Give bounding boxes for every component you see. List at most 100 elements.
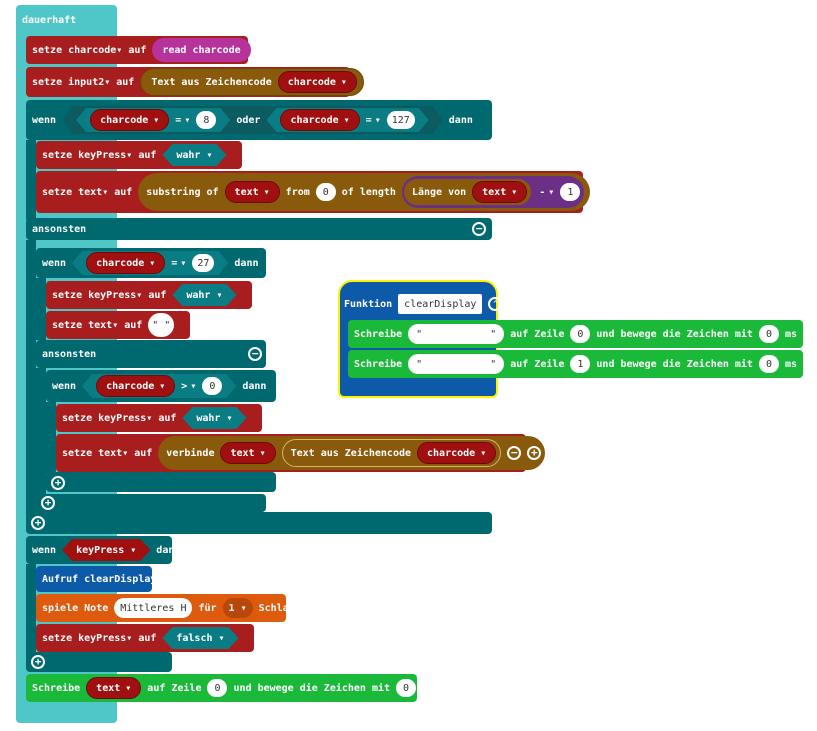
ms-number[interactable]: 0 (758, 355, 779, 373)
compare-charcode-27[interactable]: charcode = 27 (72, 251, 228, 275)
join-block[interactable]: verbinde text Text aus Zeichencode charc… (158, 436, 546, 470)
else-outer-label: ansonsten (32, 223, 87, 235)
var-text-dropdown[interactable]: text (78, 187, 108, 198)
var-text-reporter[interactable]: text (224, 181, 280, 203)
number-0[interactable]: 0 (202, 377, 222, 395)
empty-string-field[interactable]: "" (408, 354, 505, 374)
set-keypress-true-block-2[interactable]: setze keyPress auf wahr (46, 281, 252, 309)
empty-string-field[interactable]: "" (408, 324, 505, 344)
var-charcode-reporter[interactable]: charcode (96, 375, 175, 397)
set-keypress-false-block[interactable]: setze keyPress auf falsch (36, 624, 254, 652)
number-1[interactable]: 1 (560, 183, 581, 201)
var-text-dropdown[interactable]: text (88, 320, 118, 331)
compare-charcode-gt-0[interactable]: charcode > 0 (82, 374, 236, 398)
set-keypress-true-block[interactable]: setze keyPress auf wahr (36, 141, 242, 169)
row-number[interactable]: 0 (570, 325, 591, 343)
bool-true[interactable]: wahr (182, 407, 246, 429)
var-keypress-dropdown[interactable]: keyPress (78, 150, 132, 161)
add-branch-icon[interactable]: + (41, 496, 55, 510)
gt-operator[interactable]: > (181, 381, 196, 392)
note-value[interactable]: Mittleres H (114, 598, 193, 618)
var-keypress-dropdown[interactable]: keyPress (78, 633, 132, 644)
collapse-chevron-icon[interactable]: ⌃ (488, 297, 503, 311)
bool-true[interactable]: wahr (172, 284, 236, 306)
var-charcode-reporter[interactable]: charcode (417, 442, 497, 464)
if-keypress-bottom (26, 652, 172, 672)
length-of-block[interactable]: Länge von text (401, 177, 534, 207)
dann-label: dann (234, 257, 259, 269)
number-27[interactable]: 27 (192, 254, 214, 272)
var-input2-dropdown[interactable]: input2 (68, 77, 110, 88)
var-charcode-reporter[interactable]: charcode (86, 252, 165, 274)
if-block-outer-bottom (26, 512, 492, 534)
var-text-reporter[interactable]: text (472, 181, 528, 203)
ms-number[interactable]: 0 (758, 325, 779, 343)
set-charcode-block[interactable]: setze charcode auf read charcode (26, 36, 251, 64)
remove-else-inner-icon[interactable]: − (248, 347, 262, 361)
if-innermost-arm (46, 402, 56, 474)
set-input2-block[interactable]: setze input2 auf Text aus Zeichencode ch… (26, 67, 364, 97)
und-bewege-label: und bewege die Zeichen mit (596, 358, 753, 370)
number-127[interactable]: 127 (387, 111, 415, 129)
wenn-label: wenn (32, 544, 57, 556)
eq-operator[interactable]: = (175, 115, 190, 126)
show-text-block[interactable]: Schreibe text auf Zeile 0 und bewege die… (26, 674, 434, 702)
ms-label: ms (784, 358, 797, 370)
minus-block[interactable]: Länge von text - 1 (401, 176, 585, 208)
auf-label: auf (124, 319, 143, 331)
funktion-label: Funktion (344, 298, 393, 310)
call-cleardisplay-block[interactable]: Aufruf clearDisplay (36, 566, 156, 592)
beat-dropdown[interactable]: 1 (222, 598, 253, 618)
add-branch-icon[interactable]: + (31, 516, 45, 530)
minus-circle-icon[interactable]: − (507, 446, 522, 460)
function-name-field[interactable]: clearDisplay (398, 294, 483, 314)
var-keypress-dropdown[interactable]: keyPress (98, 413, 152, 424)
spiele-note-label: spiele Note (42, 602, 109, 614)
set-text-join-block[interactable]: setze text auf verbinde text Text aus Ze… (56, 434, 546, 472)
var-charcode-reporter[interactable]: charcode (90, 109, 169, 131)
show-empty-row1-block[interactable]: Schreibe "" auf Zeile 1 und bewege die Z… (348, 350, 803, 378)
compare-charcode-8[interactable]: charcode = 8 (76, 108, 230, 132)
text-from-charcode-block[interactable]: Text aus Zeichencode charcode (281, 439, 502, 467)
substring-block[interactable]: substring of text from 0 of length Länge… (138, 173, 591, 211)
setze-label: setze (42, 186, 73, 198)
eq-operator[interactable]: = (171, 258, 186, 269)
empty-string[interactable]: " " (148, 313, 175, 337)
auf-label: auf (138, 632, 157, 644)
number-8[interactable]: 8 (196, 111, 216, 129)
bool-false[interactable]: falsch (162, 627, 238, 649)
text-from-charcode-block[interactable]: Text aus Zeichencode charcode (140, 68, 364, 96)
var-text-reporter[interactable]: text (220, 442, 276, 464)
add-branch-icon[interactable]: + (51, 476, 65, 490)
play-note-block[interactable]: spiele Note Mittleres H für 1 Schlag (36, 594, 295, 622)
var-keypress-dropdown[interactable]: keyPress (88, 290, 142, 301)
remove-else-icon[interactable]: − (472, 222, 486, 236)
var-text-reporter[interactable]: text (86, 677, 142, 699)
read-charcode-block[interactable]: read charcode (152, 38, 251, 62)
set-text-empty-block[interactable]: setze text auf " " (46, 311, 190, 339)
var-keypress-condition[interactable]: keyPress (62, 539, 150, 561)
plus-circle-icon[interactable]: + (527, 446, 542, 460)
eq-operator[interactable]: = (366, 115, 381, 126)
number-0[interactable]: 0 (315, 183, 336, 201)
of-length-label: of length (341, 186, 396, 198)
set-text-substring-block[interactable]: setze text auf substring of text from 0 … (36, 171, 591, 213)
add-branch-icon[interactable]: + (31, 655, 45, 669)
row-number[interactable]: 1 (570, 355, 591, 373)
if-inner-bottom (36, 494, 266, 512)
else-arm-outer (26, 240, 36, 516)
var-charcode-reporter[interactable]: charcode (277, 71, 357, 93)
ms-number[interactable]: 0 (396, 679, 417, 697)
var-charcode-dropdown[interactable]: charcode (68, 45, 122, 56)
var-charcode-reporter[interactable]: charcode (280, 109, 359, 131)
if-innermost-header: wenn charcode > 0 dann (46, 373, 272, 399)
set-keypress-true-block-3[interactable]: setze keyPress auf wahr (56, 404, 262, 432)
row-number[interactable]: 0 (207, 679, 228, 697)
var-text-dropdown[interactable]: text (98, 448, 128, 459)
show-empty-row0-block[interactable]: Schreibe "" auf Zeile 0 und bewege die Z… (348, 320, 803, 348)
oder-label: oder (236, 114, 261, 126)
minus-operator[interactable]: - (539, 187, 554, 198)
bool-true[interactable]: wahr (162, 144, 226, 166)
or-condition[interactable]: charcode = 8 oder charcode = 127 (62, 106, 443, 134)
compare-charcode-127[interactable]: charcode = 127 (266, 108, 428, 132)
